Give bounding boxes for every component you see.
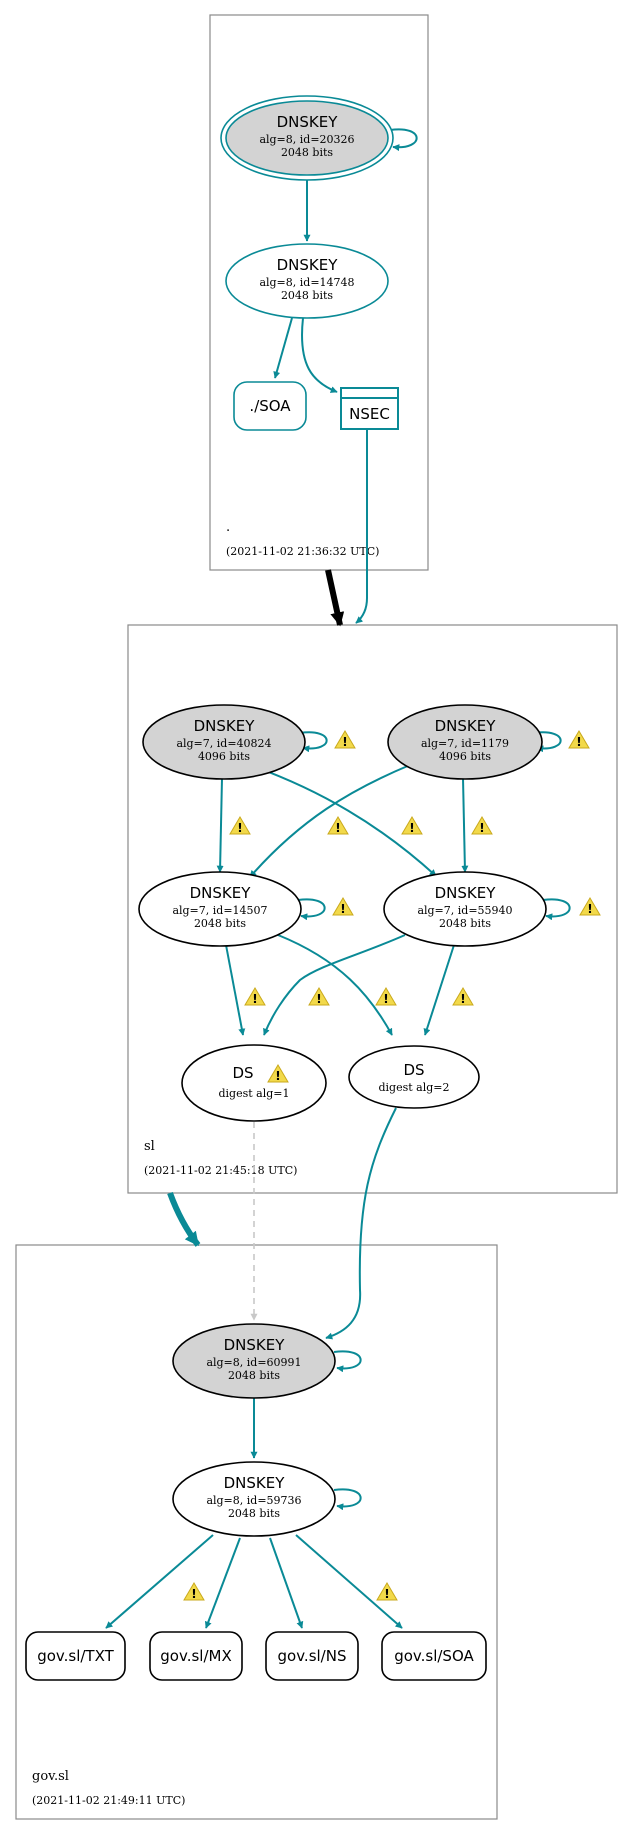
ds-sl-alg1-shape	[181, 1044, 327, 1122]
rrset-node-gov-mx[interactable]: gov.sl/MX	[149, 1631, 243, 1681]
rrset-gov-mx-shape	[149, 1631, 243, 1681]
rrset-gov-soa-label: gov.sl/SOA	[394, 1647, 474, 1665]
rrset-gov-txt-label: gov.sl/TXT	[37, 1647, 114, 1665]
ds-sl-alg1-title: DS	[232, 1064, 253, 1082]
edge-sl-ksk2-to-zsk1	[249, 764, 411, 878]
edge-sl-zsk1-to-ds2	[277, 934, 393, 1036]
edges	[105, 128, 571, 1629]
zone-root-name: .	[226, 520, 230, 535]
dnskey-root-ksk-id: alg=8, id=20326	[259, 133, 354, 146]
edge-sl-zsk2-to-ds2	[423, 944, 455, 1036]
ds-node-sl-alg1[interactable]: DS digest alg=1	[181, 1044, 327, 1122]
ds-sl-alg2-title: DS	[403, 1061, 424, 1079]
edge-root-ksk-self	[389, 128, 418, 152]
edge-gov-zsk-to-txt	[105, 1534, 214, 1629]
dnskey-sl-ksk2-bits: 4096 bits	[439, 750, 491, 763]
ds-sl-alg1-digest: digest alg=1	[218, 1087, 289, 1100]
dnskey-gov-ksk-bits: 2048 bits	[228, 1369, 280, 1382]
dnskey-sl-zsk2-shape	[383, 871, 547, 947]
rrset-node-gov-ns[interactable]: gov.sl/NS	[265, 1631, 359, 1681]
ds-sl-alg2-shape	[348, 1045, 480, 1109]
rrset-node-root-soa[interactable]: ./SOA	[233, 381, 307, 431]
edge-sl-ksk1-self	[299, 731, 328, 753]
dnskey-gov-zsk-id: alg=8, id=59736	[206, 1494, 301, 1507]
dnskey-sl-zsk2-bits: 2048 bits	[439, 917, 491, 930]
dnskey-root-ksk-title: DNSKEY	[277, 113, 339, 131]
rrset-node-gov-txt[interactable]: gov.sl/TXT	[25, 1631, 126, 1681]
edge-sl-ksk2-self	[533, 731, 562, 753]
zone-sl-name: sl	[144, 1139, 155, 1154]
edge-gov-zsk-to-mx	[204, 1537, 241, 1629]
zone-sl-timestamp: (2021-11-02 21:45:18 UTC)	[144, 1164, 297, 1177]
dnskey-node-gov-ksk[interactable]: DNSKEY alg=8, id=60991 2048 bits	[172, 1323, 336, 1399]
rrset-gov-ns-label: gov.sl/NS	[278, 1647, 347, 1665]
dnskey-root-zsk-title: DNSKEY	[277, 256, 339, 274]
dnskey-node-sl-ksk-1179[interactable]: DNSKEY alg=7, id=1179 4096 bits	[387, 704, 543, 780]
ds-sl-alg2-digest: digest alg=2	[378, 1081, 449, 1094]
dnskey-node-sl-zsk-14507[interactable]: DNSKEY alg=7, id=14507 2048 bits	[138, 871, 302, 947]
edge-nsec-to-sl	[355, 430, 368, 624]
rrset-gov-soa-shape	[381, 1631, 487, 1681]
edge-sl-ksk1-to-zsk1	[216, 777, 224, 873]
rrset-gov-ns-shape	[265, 1631, 359, 1681]
rrset-gov-mx-label: gov.sl/MX	[160, 1647, 231, 1665]
edge-ds2-to-gov-ksk	[325, 1107, 397, 1340]
edge-root-zsk-to-nsec	[301, 317, 338, 393]
dnskey-sl-ksk1-id: alg=7, id=40824	[176, 737, 271, 750]
dnskey-gov-zsk-title: DNSKEY	[224, 1474, 286, 1492]
edge-root-to-sl-delegation	[325, 569, 345, 627]
dnskey-node-sl-ksk-40824[interactable]: DNSKEY alg=7, id=40824 4096 bits	[142, 704, 306, 780]
edge-gov-zsk-self	[333, 1488, 362, 1511]
dnskey-sl-ksk2-title: DNSKEY	[435, 717, 497, 735]
dnskey-sl-ksk1-shape	[142, 704, 306, 780]
dnskey-node-gov-zsk[interactable]: DNSKEY alg=8, id=59736 2048 bits	[172, 1461, 336, 1537]
dnskey-root-ksk-shape	[225, 100, 389, 176]
rrset-root-soa-label: ./SOA	[249, 397, 291, 415]
dnskey-node-sl-zsk-55940[interactable]: DNSKEY alg=7, id=55940 2048 bits	[383, 871, 547, 947]
dnskey-sl-ksk2-id: alg=7, id=1179	[421, 737, 509, 750]
dnskey-node-root-zsk[interactable]: DNSKEY alg=8, id=14748 2048 bits	[225, 243, 389, 319]
dnskey-gov-ksk-id: alg=8, id=60991	[206, 1356, 301, 1369]
zone-gov-sl-timestamp: (2021-11-02 21:49:11 UTC)	[32, 1794, 185, 1807]
edge-gov-ksk-self	[333, 1350, 362, 1373]
edge-sl-zsk1-self	[297, 898, 326, 921]
rrset-root-soa-shape	[233, 381, 307, 431]
edge-root-zsk-to-soa	[273, 317, 293, 379]
dnskey-sl-zsk2-id: alg=7, id=55940	[417, 904, 512, 917]
nsec-root-shape	[340, 387, 399, 430]
dnskey-gov-ksk-title: DNSKEY	[224, 1336, 286, 1354]
dnskey-node-root-ksk[interactable]: DNSKEY alg=8, id=20326 2048 bits	[220, 95, 394, 181]
edge-sl-to-gov-delegation	[167, 1191, 201, 1247]
edge-sl-ksk1-to-zsk2	[249, 764, 437, 877]
dnskey-sl-zsk1-shape	[138, 871, 302, 947]
edge-sl-zsk2-to-ds1	[263, 934, 406, 1036]
dnskey-sl-ksk1-bits: 4096 bits	[198, 750, 250, 763]
zone-gov-sl-name: gov.sl	[32, 1769, 69, 1784]
zone-root-timestamp: (2021-11-02 21:36:32 UTC)	[226, 545, 379, 558]
edge-gov-zsk-to-soa	[295, 1534, 403, 1629]
dnskey-sl-ksk1-title: DNSKEY	[194, 717, 256, 735]
nsec-root-label: NSEC	[349, 405, 390, 423]
dnskey-sl-zsk2-title: DNSKEY	[435, 884, 497, 902]
dnskey-root-zsk-id: alg=8, id=14748	[259, 276, 354, 289]
edge-gov-zsk-to-ns	[269, 1537, 304, 1629]
dnskey-gov-zsk-shape	[172, 1461, 336, 1537]
dnskey-gov-ksk-shape	[172, 1323, 336, 1399]
rrset-node-gov-soa[interactable]: gov.sl/SOA	[381, 1631, 487, 1681]
dnskey-sl-ksk2-shape	[387, 704, 543, 780]
dnskey-root-ksk-bits: 2048 bits	[281, 146, 333, 159]
rrset-gov-txt-shape	[25, 1631, 126, 1681]
edge-sl-zsk2-self	[542, 898, 571, 921]
dnskey-root-zsk-shape	[225, 243, 389, 319]
dnskey-sl-zsk1-title: DNSKEY	[190, 884, 252, 902]
edge-sl-ksk2-to-zsk2	[461, 777, 469, 873]
edge-sl-zsk1-to-ds1	[225, 944, 246, 1036]
dnskey-sl-zsk1-id: alg=7, id=14507	[172, 904, 267, 917]
ds-node-sl-alg2[interactable]: DS digest alg=2	[348, 1045, 480, 1109]
dnskey-root-zsk-bits: 2048 bits	[281, 289, 333, 302]
nsec-node-root[interactable]: NSEC	[340, 387, 399, 430]
dnskey-sl-zsk1-bits: 2048 bits	[194, 917, 246, 930]
dnskey-gov-zsk-bits: 2048 bits	[228, 1507, 280, 1520]
